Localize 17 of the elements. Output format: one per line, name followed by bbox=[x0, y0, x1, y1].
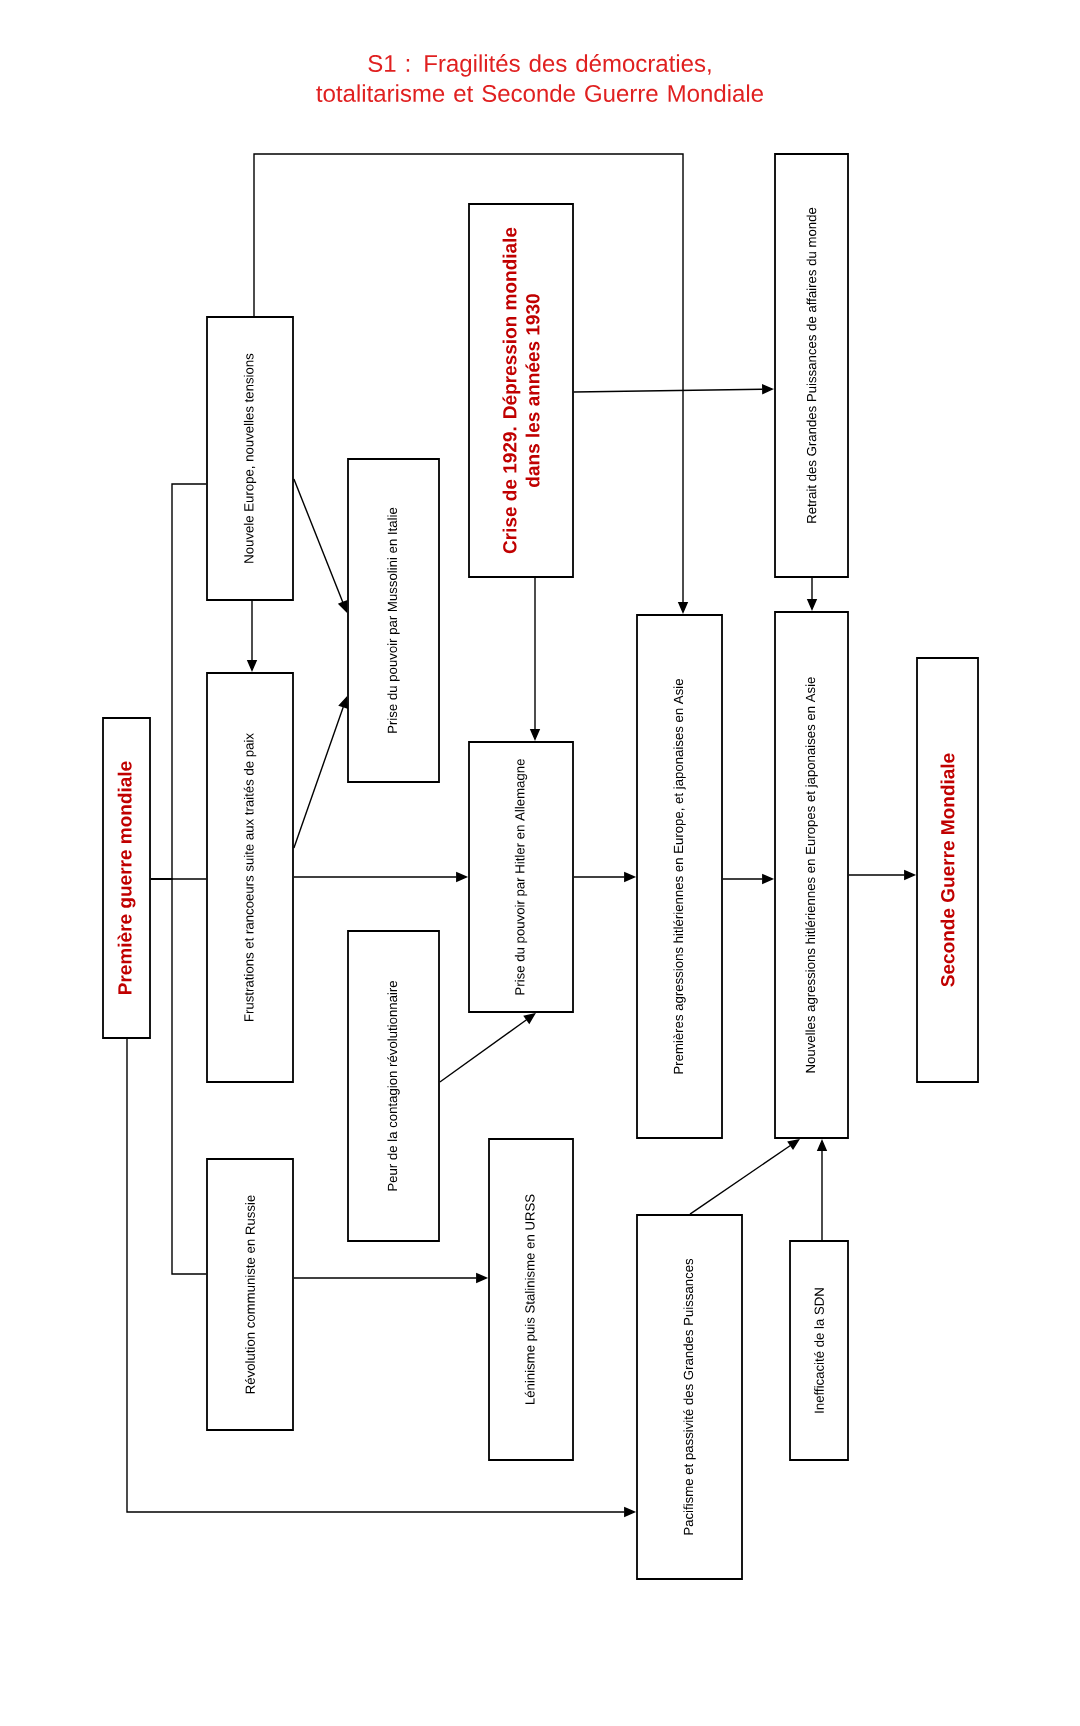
process-box: Pacifisme et passivité des Grandes Puissances bbox=[636, 1214, 743, 1580]
process-box: Révolution communiste en Russie bbox=[206, 1158, 294, 1431]
process-box: Frustrations et rancoeurs suite aux traités de paix bbox=[206, 672, 294, 1083]
process-box: Nouvele Europe, nouvelles tensions bbox=[206, 316, 294, 601]
process-box: Inefficacité de la SDN bbox=[789, 1240, 849, 1461]
emphasis-box: Première guerre mondiale bbox=[102, 717, 151, 1039]
emphasis-box: Crise de 1929. Dépression mondiale dans les années 1930 bbox=[468, 203, 574, 578]
process-box: Nouvelles agressions hitlériennes en Europes et japonaises en Asie bbox=[774, 611, 849, 1139]
arrow bbox=[293, 478, 348, 613]
process-box: Peur de la contagion révolutionnaire bbox=[347, 930, 440, 1242]
process-box: Prise du pouvoir par Hitler en Allemagne bbox=[468, 741, 574, 1013]
process-box: Prise du pouvoir par Mussolini en Italie bbox=[347, 458, 440, 783]
process-box: Retrait des Grandes Puissances de affaires du monde bbox=[774, 153, 849, 578]
process-box: Premières agressions hitlériennes en Europe, et japonaises en Asie bbox=[636, 614, 723, 1139]
emphasis-box: Seconde Guerre Mondiale bbox=[916, 657, 979, 1083]
title: S1 : Fragilités des démocraties, totalitarisme et Seconde Guerre Mondiale bbox=[316, 54, 763, 102]
process-box: Léninisme puis Stalinisme en URSS bbox=[488, 1138, 574, 1461]
